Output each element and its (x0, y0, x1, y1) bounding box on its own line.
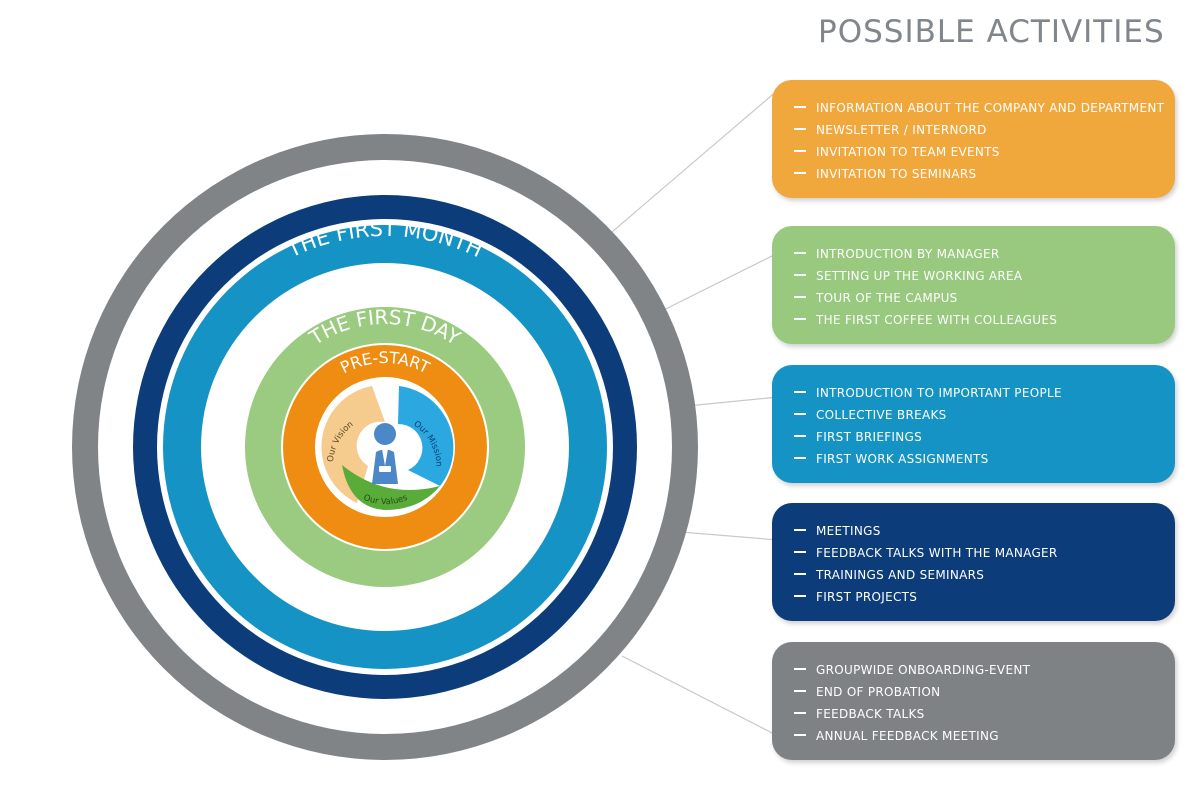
connector-line-year (621, 655, 779, 737)
activity-item: INVITATION TO SEMINARS (794, 166, 1157, 188)
activity-label: SETTING UP THE WORKING AREA (816, 269, 1023, 283)
mission-segment (398, 386, 454, 486)
dash-icon (794, 529, 806, 531)
activity-item: TOUR OF THE CAMPUS (794, 290, 1157, 312)
person-head (374, 423, 396, 445)
activity-list: GROUPWIDE ONBOARDING-EVENT END OF PROBATI… (794, 662, 1157, 750)
values-segment (342, 465, 440, 510)
activity-label: GROUPWIDE ONBOARDING-EVENT (816, 663, 1031, 677)
activities-panel-first-month: MEETINGS FEEDBACK TALKS WITH THE MANAGER T… (772, 503, 1175, 621)
activity-list: INFORMATION ABOUT THE COMPANY AND DEPART… (794, 100, 1164, 188)
activity-item: GROUPWIDE ONBOARDING-EVENT (794, 662, 1157, 684)
values-label: Our Values (362, 493, 410, 508)
activity-item: NEWSLETTER / INTERNORD (794, 122, 1157, 144)
dash-icon (794, 128, 806, 130)
activities-panel-first-day: INTRODUCTION BY MANAGER SETTING UP THE WO… (772, 226, 1175, 344)
page-title: POSSIBLE ACTIVITIES (818, 14, 1165, 50)
activity-label: INTRODUCTION BY MANAGER (816, 247, 1000, 261)
activity-item: INFORMATION ABOUT THE COMPANY AND DEPART… (794, 100, 1164, 122)
activities-panel-first-week: INTRODUCTION TO IMPORTANT PEOPLE COLLECTI… (772, 365, 1175, 483)
activity-item: INTRODUCTION BY MANAGER (794, 246, 1157, 268)
activity-label: INFORMATION ABOUT THE COMPANY AND DEPART… (816, 101, 1165, 115)
dash-icon (794, 391, 806, 393)
dash-icon (794, 690, 806, 692)
activity-label: COLLECTIVE BREAKS (816, 408, 947, 422)
activity-label: NEWSLETTER / INTERNORD (816, 123, 987, 137)
dash-icon (794, 712, 806, 714)
dash-icon (794, 252, 806, 254)
activity-label: INVITATION TO TEAM EVENTS (816, 145, 1000, 159)
activity-label: ANNUAL FEEDBACK MEETING (816, 729, 999, 743)
activity-item: FIRST WORK ASSIGNMENTS (794, 451, 1157, 473)
dash-icon (794, 296, 806, 298)
activities-panel-pre-start: INFORMATION ABOUT THE COMPANY AND DEPART… (772, 80, 1175, 198)
activity-list: INTRODUCTION BY MANAGER SETTING UP THE WO… (794, 246, 1157, 334)
activity-item: MEETINGS (794, 523, 1157, 545)
activity-label: TOUR OF THE CAMPUS (816, 291, 958, 305)
person-icon (372, 423, 398, 484)
dash-icon (794, 668, 806, 670)
activity-item: FIRST PROJECTS (794, 589, 1157, 611)
activity-label: FIRST BRIEFINGS (816, 430, 923, 444)
activity-label: MEETINGS (816, 524, 881, 538)
activity-label: FEEDBACK TALKS WITH THE MANAGER (816, 546, 1058, 560)
dash-icon (794, 106, 806, 108)
activity-list: INTRODUCTION TO IMPORTANT PEOPLE COLLECTI… (794, 385, 1157, 473)
activity-label: FEEDBACK TALKS (816, 707, 925, 721)
core-segments (321, 386, 454, 510)
activity-label: TRAININGS AND SEMINARS (816, 568, 985, 582)
dash-icon (794, 551, 806, 553)
dash-icon (794, 734, 806, 736)
activities-panel-first-year: GROUPWIDE ONBOARDING-EVENT END OF PROBATI… (772, 642, 1175, 760)
activity-item: FEEDBACK TALKS WITH THE MANAGER (794, 545, 1157, 567)
activity-item: TRAININGS AND SEMINARS (794, 567, 1157, 589)
activity-item: COLLECTIVE BREAKS (794, 407, 1157, 429)
activity-item: ANNUAL FEEDBACK MEETING (794, 728, 1157, 750)
activity-item: END OF PROBATION (794, 684, 1157, 706)
dash-icon (794, 457, 806, 459)
activity-item: INTRODUCTION TO IMPORTANT PEOPLE (794, 385, 1157, 407)
activity-label: INVITATION TO SEMINARS (816, 167, 977, 181)
activity-label: FIRST PROJECTS (816, 590, 918, 604)
dash-icon (794, 573, 806, 575)
activity-item: FEEDBACK TALKS (794, 706, 1157, 728)
dash-icon (794, 274, 806, 276)
activity-item: INVITATION TO TEAM EVENTS (794, 144, 1157, 166)
activity-label: THE FIRST COFFEE WITH COLLEAGUES (816, 313, 1058, 327)
dash-icon (794, 172, 806, 174)
dash-icon (794, 150, 806, 152)
dash-icon (794, 318, 806, 320)
activity-label: INTRODUCTION TO IMPORTANT PEOPLE (816, 386, 1062, 400)
dash-icon (794, 413, 806, 415)
dash-icon (794, 595, 806, 597)
activity-item: SETTING UP THE WORKING AREA (794, 268, 1157, 290)
activity-label: FIRST WORK ASSIGNMENTS (816, 452, 989, 466)
activity-label: END OF PROBATION (816, 685, 941, 699)
activity-item: FIRST BRIEFINGS (794, 429, 1157, 451)
dash-icon (794, 435, 806, 437)
vision-segment (321, 386, 385, 503)
activity-list: MEETINGS FEEDBACK TALKS WITH THE MANAGER T… (794, 523, 1157, 611)
activity-item: THE FIRST COFFEE WITH COLLEAGUES (794, 312, 1157, 334)
